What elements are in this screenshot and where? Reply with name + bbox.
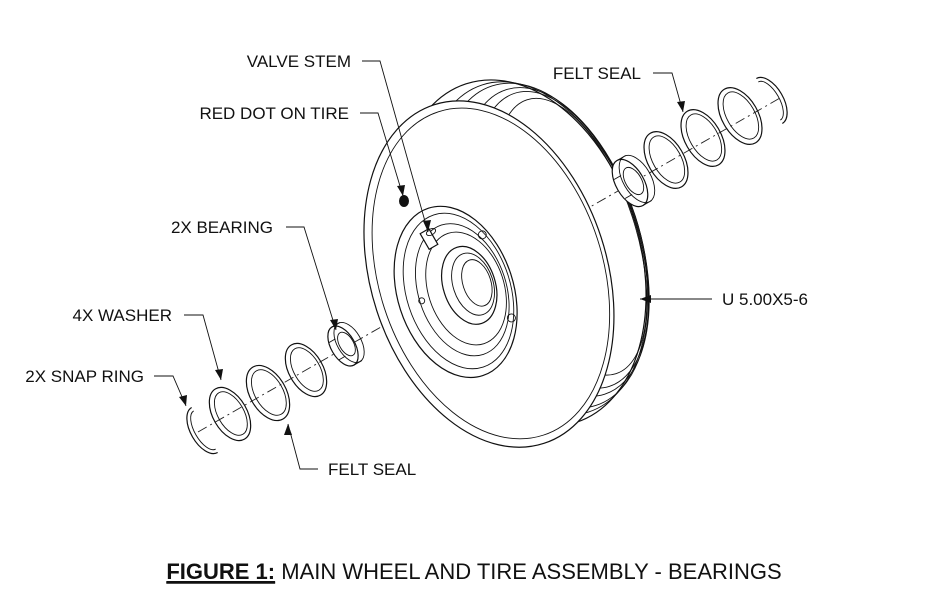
caption-text: MAIN WHEEL AND TIRE ASSEMBLY - BEARINGS <box>275 559 782 584</box>
wheel-hub <box>393 205 518 379</box>
label-valve-stem: VALVE STEM <box>247 52 351 71</box>
leader-valve-stem <box>362 60 429 233</box>
felt-seal-left <box>245 364 291 422</box>
washer-left-2 <box>208 386 252 442</box>
figure-caption: FIGURE 1: MAIN WHEEL AND TIRE ASSEMBLY -… <box>166 559 781 584</box>
felt-seal-right <box>680 109 726 167</box>
snap-ring-left <box>186 406 218 455</box>
bearing-left <box>327 322 365 367</box>
label-bearing: 2X BEARING <box>171 218 273 237</box>
snap-ring-right <box>756 76 788 125</box>
caption-prefix: FIGURE 1: <box>166 559 275 584</box>
valve-stem <box>419 227 439 251</box>
red-dot <box>399 195 409 207</box>
label-felt-seal-left: FELT SEAL <box>328 460 416 479</box>
washer-left-1 <box>284 342 328 398</box>
label-washer: 4X WASHER <box>72 306 172 325</box>
leader-felt-seal-left <box>287 423 318 470</box>
leader-bearing <box>286 226 337 331</box>
bearing-right <box>611 154 656 208</box>
washer-right-2 <box>717 87 763 145</box>
label-red-dot: RED DOT ON TIRE <box>199 104 349 123</box>
washer-right-1 <box>643 131 689 189</box>
leader-snap-ring <box>154 375 187 407</box>
leader-red-dot <box>360 112 404 197</box>
label-felt-seal-right: FELT SEAL <box>553 64 641 83</box>
leader-washer <box>184 314 222 381</box>
label-tire-size: U 5.00X5-6 <box>722 290 808 309</box>
label-snap-ring: 2X SNAP RING <box>25 367 144 386</box>
leader-felt-seal-right <box>653 72 684 113</box>
